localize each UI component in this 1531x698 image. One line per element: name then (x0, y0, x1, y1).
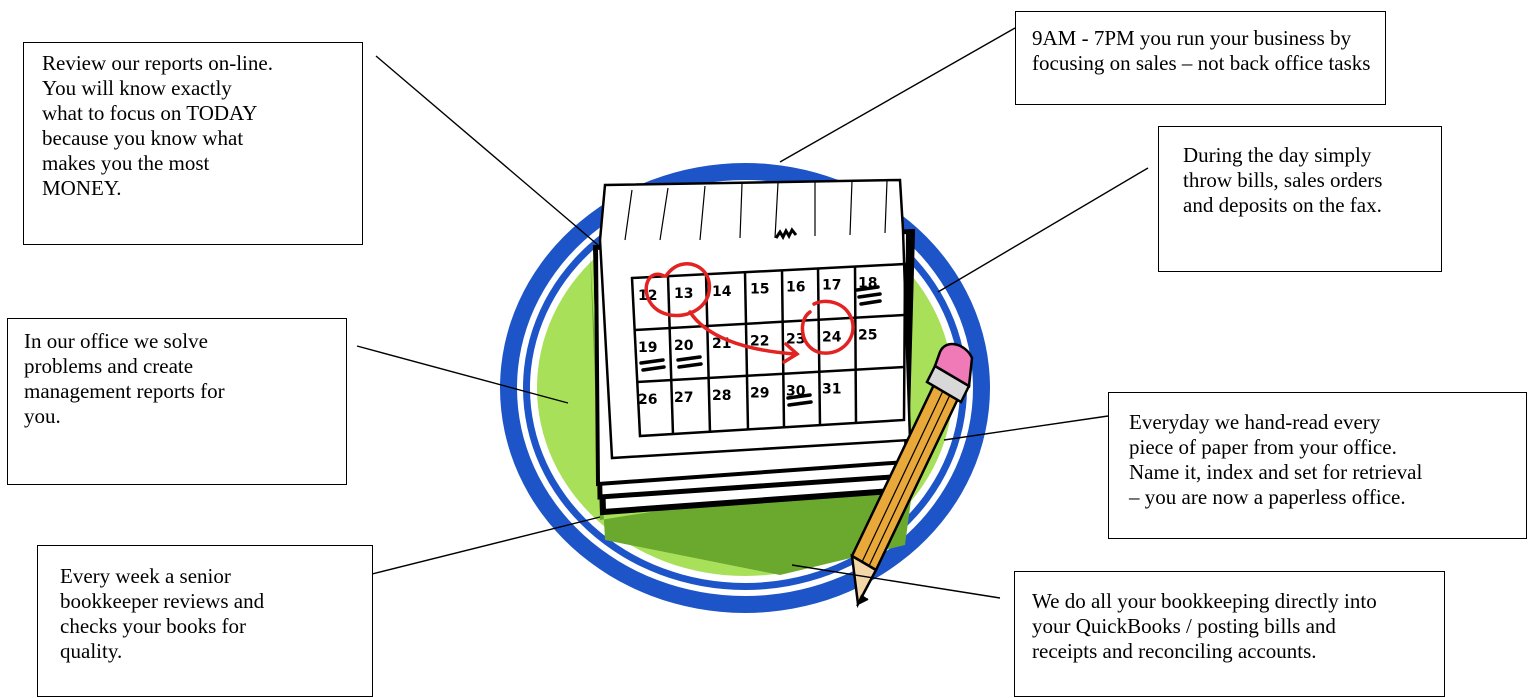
callout-line: quality. (60, 639, 350, 664)
calendar-day-19: 19 (638, 340, 657, 356)
callout-line: focusing on sales – not back office task… (1032, 51, 1369, 76)
callout-line: piece of paper from your office. (1129, 435, 1506, 460)
callout-line: Name it, index and set for retrieval (1129, 460, 1506, 485)
callout-line: Everyday we hand-read every (1129, 410, 1506, 435)
callout-line: management reports for (24, 379, 330, 404)
callout-online-reports: Review our reports on-line. You will kno… (23, 42, 363, 245)
callout-line: throw bills, sales orders (1183, 168, 1417, 193)
calendar-day-27: 27 (674, 390, 693, 406)
callout-line: problems and create (24, 354, 330, 379)
calendar-day-15: 15 (750, 282, 769, 298)
callout-line: You will know exactly (42, 76, 344, 101)
callout-line: you. (24, 404, 330, 429)
callout-line: your QuickBooks / posting bills and (1032, 614, 1427, 639)
connector-hours (780, 28, 1015, 162)
calendar-day-17: 17 (822, 278, 841, 294)
connector-online (376, 56, 598, 245)
connector-fax (938, 168, 1148, 292)
calendar-day-25: 25 (858, 327, 877, 343)
calendar-day-13: 13 (674, 286, 693, 302)
callout-line: and deposits on the fax. (1183, 193, 1417, 218)
callout-line: because you know what (42, 126, 344, 151)
calendar-day-29: 29 (750, 386, 769, 402)
calendar-day-14: 14 (712, 284, 732, 300)
callout-line: makes you the most (42, 151, 344, 176)
callout-office: In our office we solve problems and crea… (7, 318, 347, 485)
calendar-page (600, 180, 910, 458)
calendar-day-16: 16 (786, 280, 805, 296)
calendar-day-31: 31 (822, 382, 841, 398)
callout-business-hours: 9AM - 7PM you run your business by focus… (1015, 11, 1386, 105)
callout-line: During the day simply (1183, 143, 1417, 168)
callout-line: bookkeeper reviews and (60, 589, 350, 614)
callout-fax: During the day simply throw bills, sales… (1158, 126, 1442, 272)
callout-line: In our office we solve (24, 329, 330, 354)
callout-line: what to focus on TODAY (42, 101, 344, 126)
calendar-day-24: 24 (822, 330, 842, 346)
callout-line: MONEY. (42, 176, 344, 201)
callout-line: receipts and reconciling accounts. (1032, 639, 1427, 664)
callout-line: – you are now a paperless office. (1129, 485, 1506, 510)
calendar-day-28: 28 (712, 388, 731, 404)
callout-line: We do all your bookkeeping directly into (1032, 589, 1427, 614)
callout-paperless: Everyday we hand-read every piece of pap… (1108, 392, 1527, 539)
callout-line: checks your books for (60, 614, 350, 639)
connector-weekly (372, 517, 600, 574)
callout-line: Review our reports on-line. (42, 51, 344, 76)
callout-line: 9AM - 7PM you run your business by (1032, 26, 1369, 51)
callout-line: Every week a senior (60, 564, 350, 589)
callout-weekly-review: Every week a senior bookkeeper reviews a… (37, 545, 373, 697)
calendar-day-20: 20 (674, 338, 694, 354)
callout-quickbooks: We do all your bookkeeping directly into… (1014, 571, 1445, 697)
calendar-day-26: 26 (638, 392, 657, 408)
